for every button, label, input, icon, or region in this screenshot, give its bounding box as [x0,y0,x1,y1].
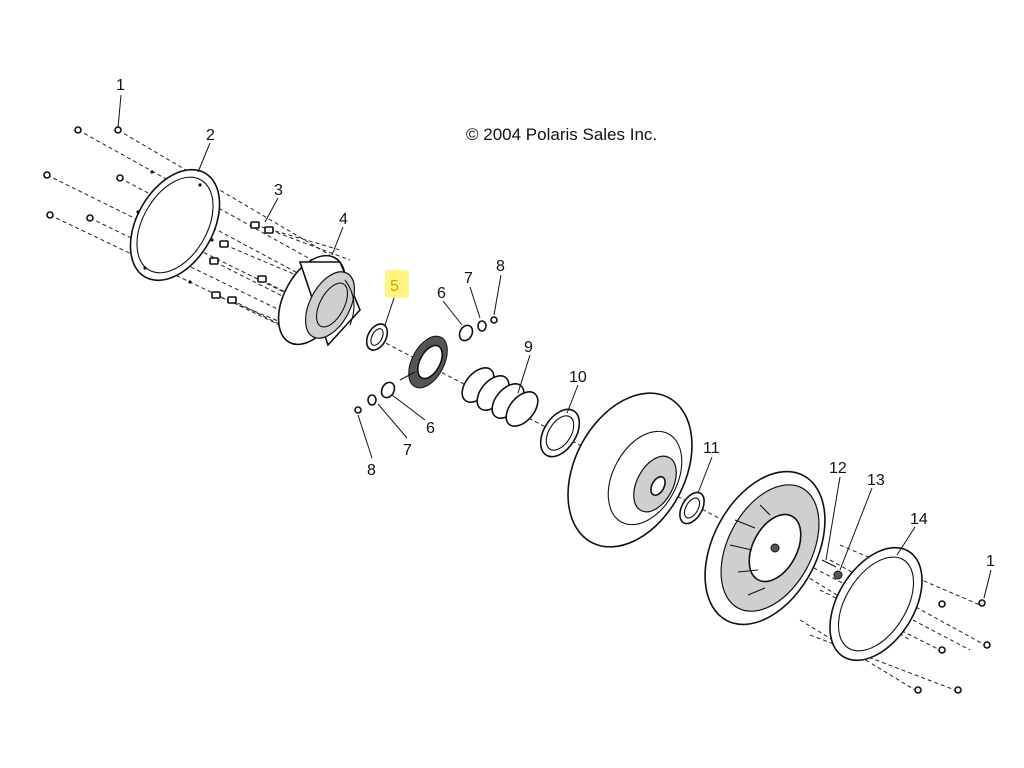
callout-labels: 1 2 3 4 5 6 7 8 9 10 6 7 8 11 12 13 14 1 [116,77,995,570]
callout-11: 11 [703,440,720,457]
callout-9: 9 [524,339,533,356]
part-11-washer [679,491,705,525]
callout-14: 14 [910,511,928,528]
callout-5-highlight [385,270,409,298]
callout-2: 2 [206,127,215,144]
spider-bearing-assembly [399,335,448,389]
callout-7-top: 7 [464,270,473,287]
callout-1-top: 1 [116,77,125,94]
callout-4: 4 [339,211,348,228]
copyright-notice: © 2004 Polaris Sales Inc. [466,125,658,144]
callout-8-bottom: 8 [367,462,376,479]
parts-12-13 [821,559,843,580]
part-1-screws-right [914,599,991,694]
callout-1-bottom: 1 [986,553,995,570]
callout-13: 13 [867,472,885,489]
part-4-cover-housing [277,254,361,347]
callout-5: 5 [390,278,399,295]
parts-6-7-8-bottom [354,381,396,414]
part-2-gasket [129,168,221,284]
moveable-sheave [567,392,693,548]
callout-8-top: 8 [496,258,505,275]
part-3-screws [209,221,274,304]
callout-3: 3 [274,182,283,199]
callout-12: 12 [829,460,847,477]
callout-7-bottom: 7 [403,442,412,459]
part-10-washer [539,408,581,458]
parts-6-7-8-top [458,316,498,342]
stationary-sheave [704,470,826,626]
part-5-seal [365,323,389,351]
callout-10: 10 [569,369,587,386]
callout-6-top: 6 [437,285,446,302]
leader-lines [117,94,992,599]
part-9-spring [461,367,539,427]
callout-6-bottom: 6 [426,420,435,437]
part-14-gasket [829,546,923,662]
part-1-screws-left [43,126,124,222]
